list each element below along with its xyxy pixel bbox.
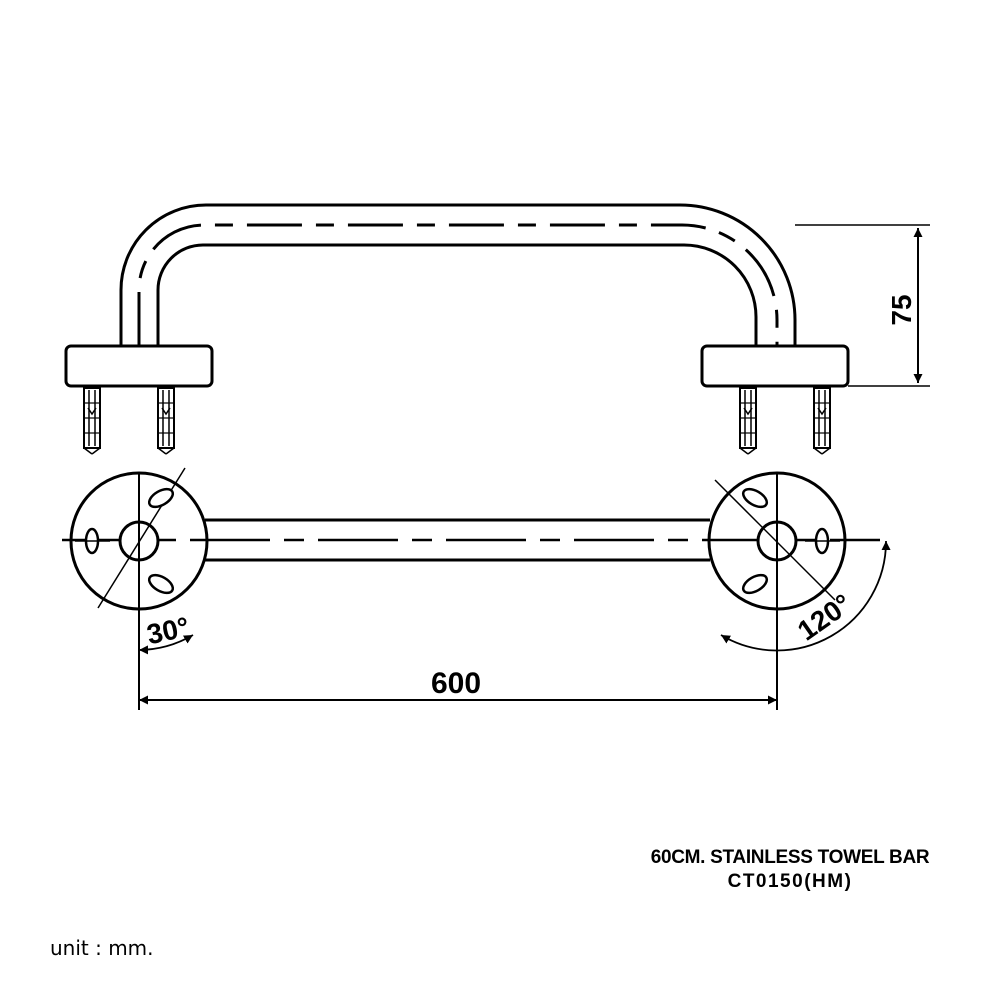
- plan-view: 30° 120° 600: [62, 467, 891, 710]
- title-block: 60CM. STAINLESS TOWEL BAR CT0150(HM): [600, 846, 980, 894]
- product-code: CT0150(HM): [727, 871, 853, 892]
- angle-30-arc: [138, 634, 194, 655]
- angle-120-label: 120°: [792, 588, 857, 647]
- unit-note: unit : mm.: [50, 936, 154, 960]
- elevation-view: 75: [64, 203, 930, 455]
- length-dimension-label: 600: [431, 667, 481, 700]
- angle-120-arc: [720, 540, 891, 652]
- angle-30-label: 30°: [144, 611, 192, 650]
- bar-tube-inner: [156, 243, 758, 347]
- product-title: 60CM. STAINLESS TOWEL BAR: [650, 847, 930, 868]
- screw-2: [157, 387, 175, 455]
- left-mount-base: [64, 344, 214, 388]
- bar-tube-outer: [119, 203, 797, 347]
- screw-1: [83, 387, 101, 455]
- screw-4: [813, 387, 831, 455]
- depth-dimension-label: 75: [886, 294, 917, 325]
- bar-centerline: [137, 223, 779, 347]
- screw-3: [739, 387, 757, 455]
- right-mount-base: [700, 344, 850, 388]
